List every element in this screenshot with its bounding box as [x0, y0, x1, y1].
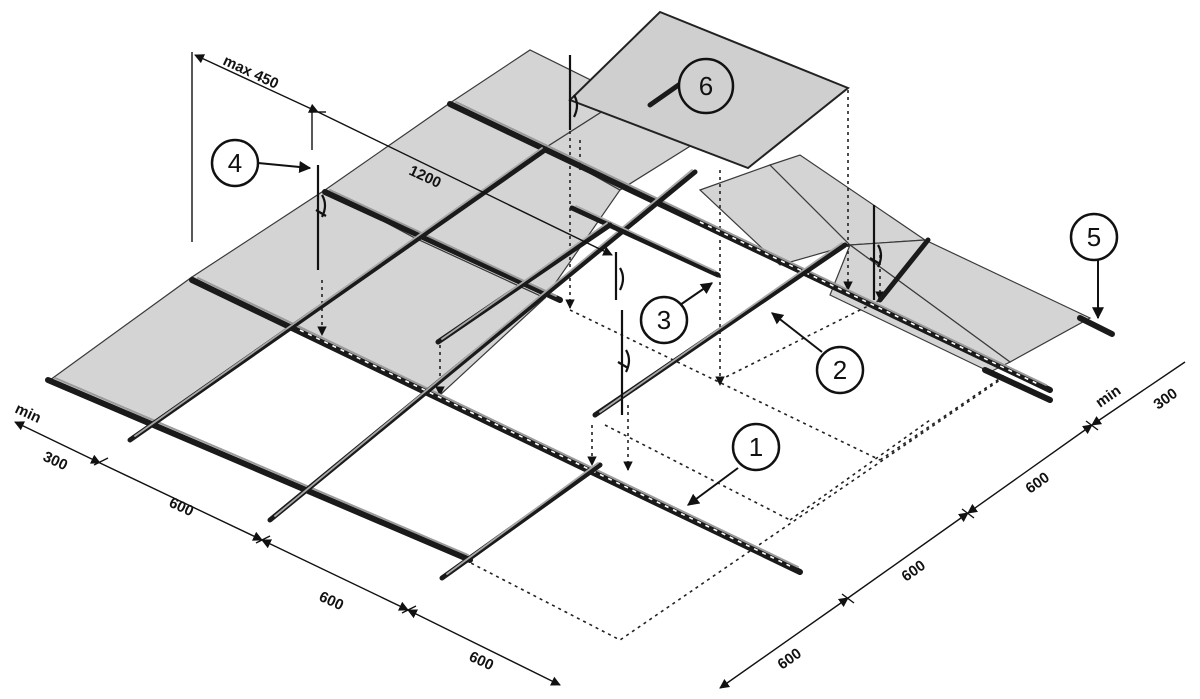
callout-6: 6: [677, 57, 735, 115]
dimension-tick: [841, 593, 855, 604]
wall-angle: [1077, 315, 1115, 337]
callout-6-circle: [677, 57, 735, 115]
dimension-600-label-left-1: 600: [166, 494, 196, 520]
cross-tee-highlight: [599, 242, 843, 413]
dimension-line: [1091, 361, 1186, 426]
callout-4-leader: [257, 160, 312, 173]
callout-1-leader: [687, 467, 739, 506]
main-runner-highlight: [329, 189, 557, 297]
callout-2: 2: [771, 312, 865, 395]
dimension-300-label-right: 300: [1151, 385, 1181, 413]
dimension-tick: [93, 457, 109, 466]
callout-3: 3: [639, 282, 713, 345]
main-runner-highlight: [54, 377, 469, 556]
dashed-outline: [879, 374, 1006, 461]
callout-3-number: 3: [657, 305, 671, 335]
callout-3-leader: [679, 282, 713, 306]
cross-tee-long: [877, 237, 931, 303]
callout-2-circle: [815, 345, 865, 395]
hanger-wire: [614, 252, 625, 300]
dimension-line-1200: [317, 111, 613, 256]
dimension-max450-label: max 450: [220, 52, 281, 92]
dimension-tick: [961, 508, 975, 519]
dimension-line: [261, 539, 409, 611]
cross-tee-highlight: [446, 462, 599, 575]
dimension-600-label-left-2: 600: [316, 588, 346, 614]
callout-2-leader: [771, 312, 823, 353]
runner-slots: [299, 329, 791, 567]
dimension-600-label-right-1: 600: [775, 645, 805, 673]
dimension-line-max450: [194, 54, 319, 113]
callout-5-circle: [1069, 212, 1119, 262]
callout-4-number: 4: [228, 148, 242, 178]
callout-4-circle: [210, 138, 260, 188]
hanger-wire: [617, 310, 631, 415]
cross-tee-highlight: [441, 222, 608, 340]
right-dimension-chain: 600 600 600 min 300: [719, 361, 1186, 689]
dimension-tick: [401, 605, 417, 614]
dimension-line: [719, 597, 849, 689]
dimension-line: [967, 424, 1093, 514]
main-runner: [45, 377, 473, 563]
cross-tee-short: [569, 205, 721, 278]
main-runner: [447, 101, 1053, 393]
hangers: [315, 55, 883, 415]
dimension-300-label-left: 300: [40, 448, 70, 474]
callout-5-number: 5: [1087, 222, 1101, 252]
main-runner-highlight: [197, 277, 799, 568]
dimension-600-label-left-3: 600: [466, 648, 496, 674]
cross-tee-highlight: [575, 205, 716, 272]
callout-2-number: 2: [833, 355, 847, 385]
dimension-line: [407, 609, 561, 686]
dimension-line: [14, 421, 101, 464]
hanger-wire: [869, 205, 883, 300]
dimension-600-label-right-3: 600: [1023, 469, 1053, 497]
dimension-line: [847, 512, 969, 599]
callout-3-circle: [639, 295, 689, 345]
callout-1-circle: [731, 422, 781, 472]
callout-6-number: 6: [699, 71, 713, 101]
dashed-outline: [719, 299, 881, 381]
cross-tees-600: [435, 67, 721, 345]
callout-4: 4: [210, 138, 312, 188]
hanger-wire: [315, 165, 327, 270]
dimension-tick: [255, 535, 271, 544]
callout-5: 5: [1069, 212, 1119, 320]
main-runner: [982, 367, 1053, 403]
dashed-outline: [789, 419, 931, 521]
dimension-600-label-right-2: 600: [899, 557, 929, 585]
callout-1-number: 1: [749, 432, 763, 462]
callout-1: 1: [687, 422, 781, 506]
main-runner: [322, 189, 563, 303]
dimension-line: [99, 462, 263, 541]
main-runner-highlight: [455, 101, 1047, 386]
dimension-tick: [1085, 420, 1099, 431]
hanger-wire: [568, 55, 579, 130]
cross-tee-highlight: [134, 147, 543, 437]
left-dimension-chain: min 300 600 600 600: [12, 400, 561, 686]
dashed-outline: [464, 379, 1001, 641]
